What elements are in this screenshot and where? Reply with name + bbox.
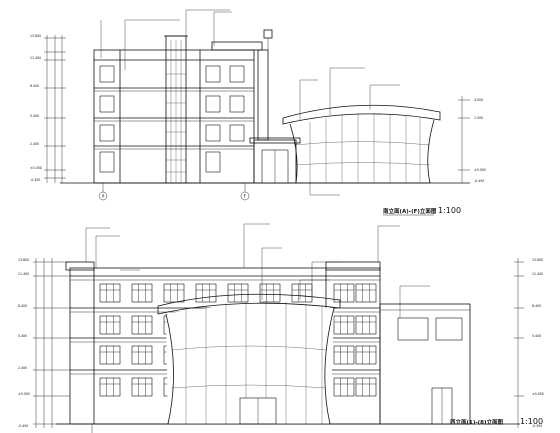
window [131,377,153,397]
upper-elevation: 13.800 11.400 8.400 5.400 2.400 ±0.000 -… [30,9,486,216]
upper-roof [211,29,273,141]
window [195,283,217,303]
window [355,345,377,365]
level-mark: 5.400 [30,114,39,118]
upper-title-block: 南立面(A)-(F)立面图 1:100 [383,206,461,216]
window [291,283,313,303]
window [99,315,121,335]
level-mark: ±0.000 [30,166,42,170]
window [99,283,121,303]
drawing-scale: 1:100 [438,206,461,215]
level-mark: 11.400 [18,272,29,276]
axis-label: F [244,193,247,198]
upper-left-dimension-chain [44,35,66,183]
level-mark: 11.400 [532,272,543,276]
lower-left-level-marks: 13.800 11.400 8.400 5.400 2.400 ±0.000 -… [18,258,30,428]
window [355,377,377,397]
window [333,377,355,397]
level-mark: 2.400 [30,142,39,146]
level-mark: 8.400 [532,304,541,308]
level-mark: 5.400 [18,334,27,338]
window [259,283,281,303]
level-mark: ±0.000 [18,392,30,396]
level-mark: 13.800 [18,258,29,262]
level-mark: 5.400 [532,334,541,338]
window [227,283,249,303]
level-mark: 4.000 [474,98,483,102]
drawing-title: 西立面(1)-(8)立面图 [450,418,503,426]
lower-glass-drum [157,293,341,425]
upper-main-block [93,49,255,184]
level-mark: 8.400 [18,304,27,308]
window [163,283,185,303]
level-mark: 13.800 [30,34,41,38]
window [99,345,121,365]
lower-right-wing [379,303,471,425]
level-mark: -0.450 [532,424,542,428]
lower-left-dimension-chain [33,258,70,428]
level-mark: -0.450 [30,178,40,182]
level-mark: ±0.000 [474,168,486,172]
upper-glass-drum [282,104,441,184]
level-mark: 13.800 [532,258,543,262]
window [99,377,121,397]
lower-annotation-leaders [85,223,430,318]
upper-right-level-marks: 4.000 1.500 ±0.000 -0.450 [458,96,486,183]
level-mark: 2.400 [18,366,27,370]
upper-annotation-leaders [100,9,400,196]
window [333,345,355,365]
upper-stair-tower [164,35,188,184]
upper-axis-markers: A F [98,183,250,201]
lower-elevation: 13.800 11.400 8.400 5.400 2.400 ±0.000 -… [18,223,544,433]
lower-right-level-marks: 13.800 11.400 8.400 5.400 ±0.000 -0.450 [514,258,544,428]
lower-title-block: 西立面(1)-(8)立面图 1:100 [450,417,543,426]
window [131,345,153,365]
window [355,315,377,335]
axis-label: A [102,193,105,198]
level-mark: ±0.000 [532,392,544,396]
window [333,283,355,303]
lower-axis-marker: 1 [91,424,93,433]
upper-left-level-marks: 13.800 11.400 8.400 5.400 2.400 ±0.000 -… [30,34,42,182]
drawing-title: 南立面(A)-(F)立面图 [383,207,437,215]
level-mark: 8.400 [30,84,39,88]
drawing-scale: 1:100 [520,417,543,426]
window [131,315,153,335]
upper-entrance-block [249,137,301,184]
level-mark: 1.500 [474,116,483,120]
window [131,283,153,303]
level-mark: -0.450 [18,424,28,428]
level-mark: 11.400 [30,56,41,60]
window [333,315,355,335]
window [355,283,377,303]
level-mark: -0.450 [474,179,484,183]
